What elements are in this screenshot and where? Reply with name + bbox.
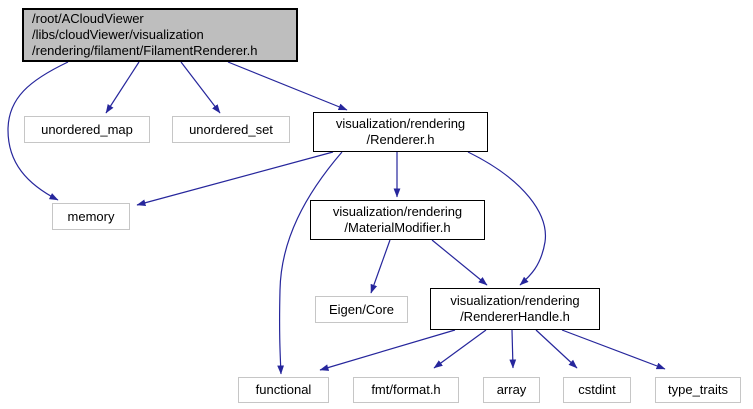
node-memory: memory [52, 203, 130, 230]
edge-renderer-functional [277, 151, 343, 375]
node-label: fmt/format.h [371, 382, 441, 397]
root-label-line1: /root/ACloudViewer [32, 11, 144, 26]
node-eigen-core: Eigen/Core [315, 296, 408, 323]
node-label-line1: visualization/rendering [335, 116, 466, 131]
edge-renderer_handle-functional [319, 329, 456, 371]
edge-renderer_handle-type_traits [561, 329, 666, 370]
node-functional: functional [238, 377, 329, 403]
edge-renderer_handle-cstdint [535, 329, 578, 369]
node-renderer-handle-h[interactable]: visualization/rendering /RendererHandle.… [430, 288, 600, 330]
edge-root-unordered_set [180, 61, 221, 114]
node-label: memory [67, 208, 115, 224]
root-label-line3: /rendering/filament/FilamentRenderer.h [32, 43, 258, 58]
node-unordered-set: unordered_set [172, 116, 290, 143]
node-label: Eigen/Core [328, 301, 395, 317]
node-label-line2: /MaterialModifier.h [344, 220, 451, 235]
node-label: functional [255, 382, 312, 397]
edge-renderer-memory [136, 151, 334, 207]
node-unordered-map: unordered_map [24, 116, 150, 143]
edge-root-renderer [227, 61, 348, 111]
node-renderer-h[interactable]: visualization/rendering /Renderer.h [313, 112, 488, 152]
edge-material_modifier-renderer_handle [431, 239, 488, 286]
node-label-line2: /Renderer.h [366, 132, 435, 147]
node-label: cstdint [578, 382, 616, 397]
node-filament-renderer-root: /root/ACloudViewer /libs/cloudViewer/vis… [22, 8, 298, 62]
node-cstdint: cstdint [563, 377, 631, 403]
edge-root-memory [7, 61, 69, 201]
node-label: unordered_map [41, 121, 133, 137]
edge-renderer_handle-array [509, 329, 517, 369]
node-label: unordered_set [189, 121, 273, 137]
node-label: type_traits [668, 382, 728, 397]
node-array: array [483, 377, 540, 403]
node-fmt-format-h: fmt/format.h [353, 377, 459, 403]
edge-root-unordered_map [105, 61, 140, 114]
node-label-line2: /RendererHandle.h [460, 309, 570, 324]
root-label-line2: /libs/cloudViewer/visualization [32, 27, 204, 42]
node-material-modifier-h[interactable]: visualization/rendering /MaterialModifie… [310, 200, 485, 240]
node-label-line1: visualization/rendering [332, 204, 463, 219]
node-label: array [496, 382, 527, 397]
edge-renderer_handle-fmt_format [433, 329, 487, 369]
edge-renderer-renderer_handle [467, 151, 547, 286]
edge-material_modifier-eigen_core [370, 239, 391, 294]
node-type-traits: type_traits [655, 377, 741, 403]
node-label-line1: visualization/rendering [450, 293, 580, 308]
